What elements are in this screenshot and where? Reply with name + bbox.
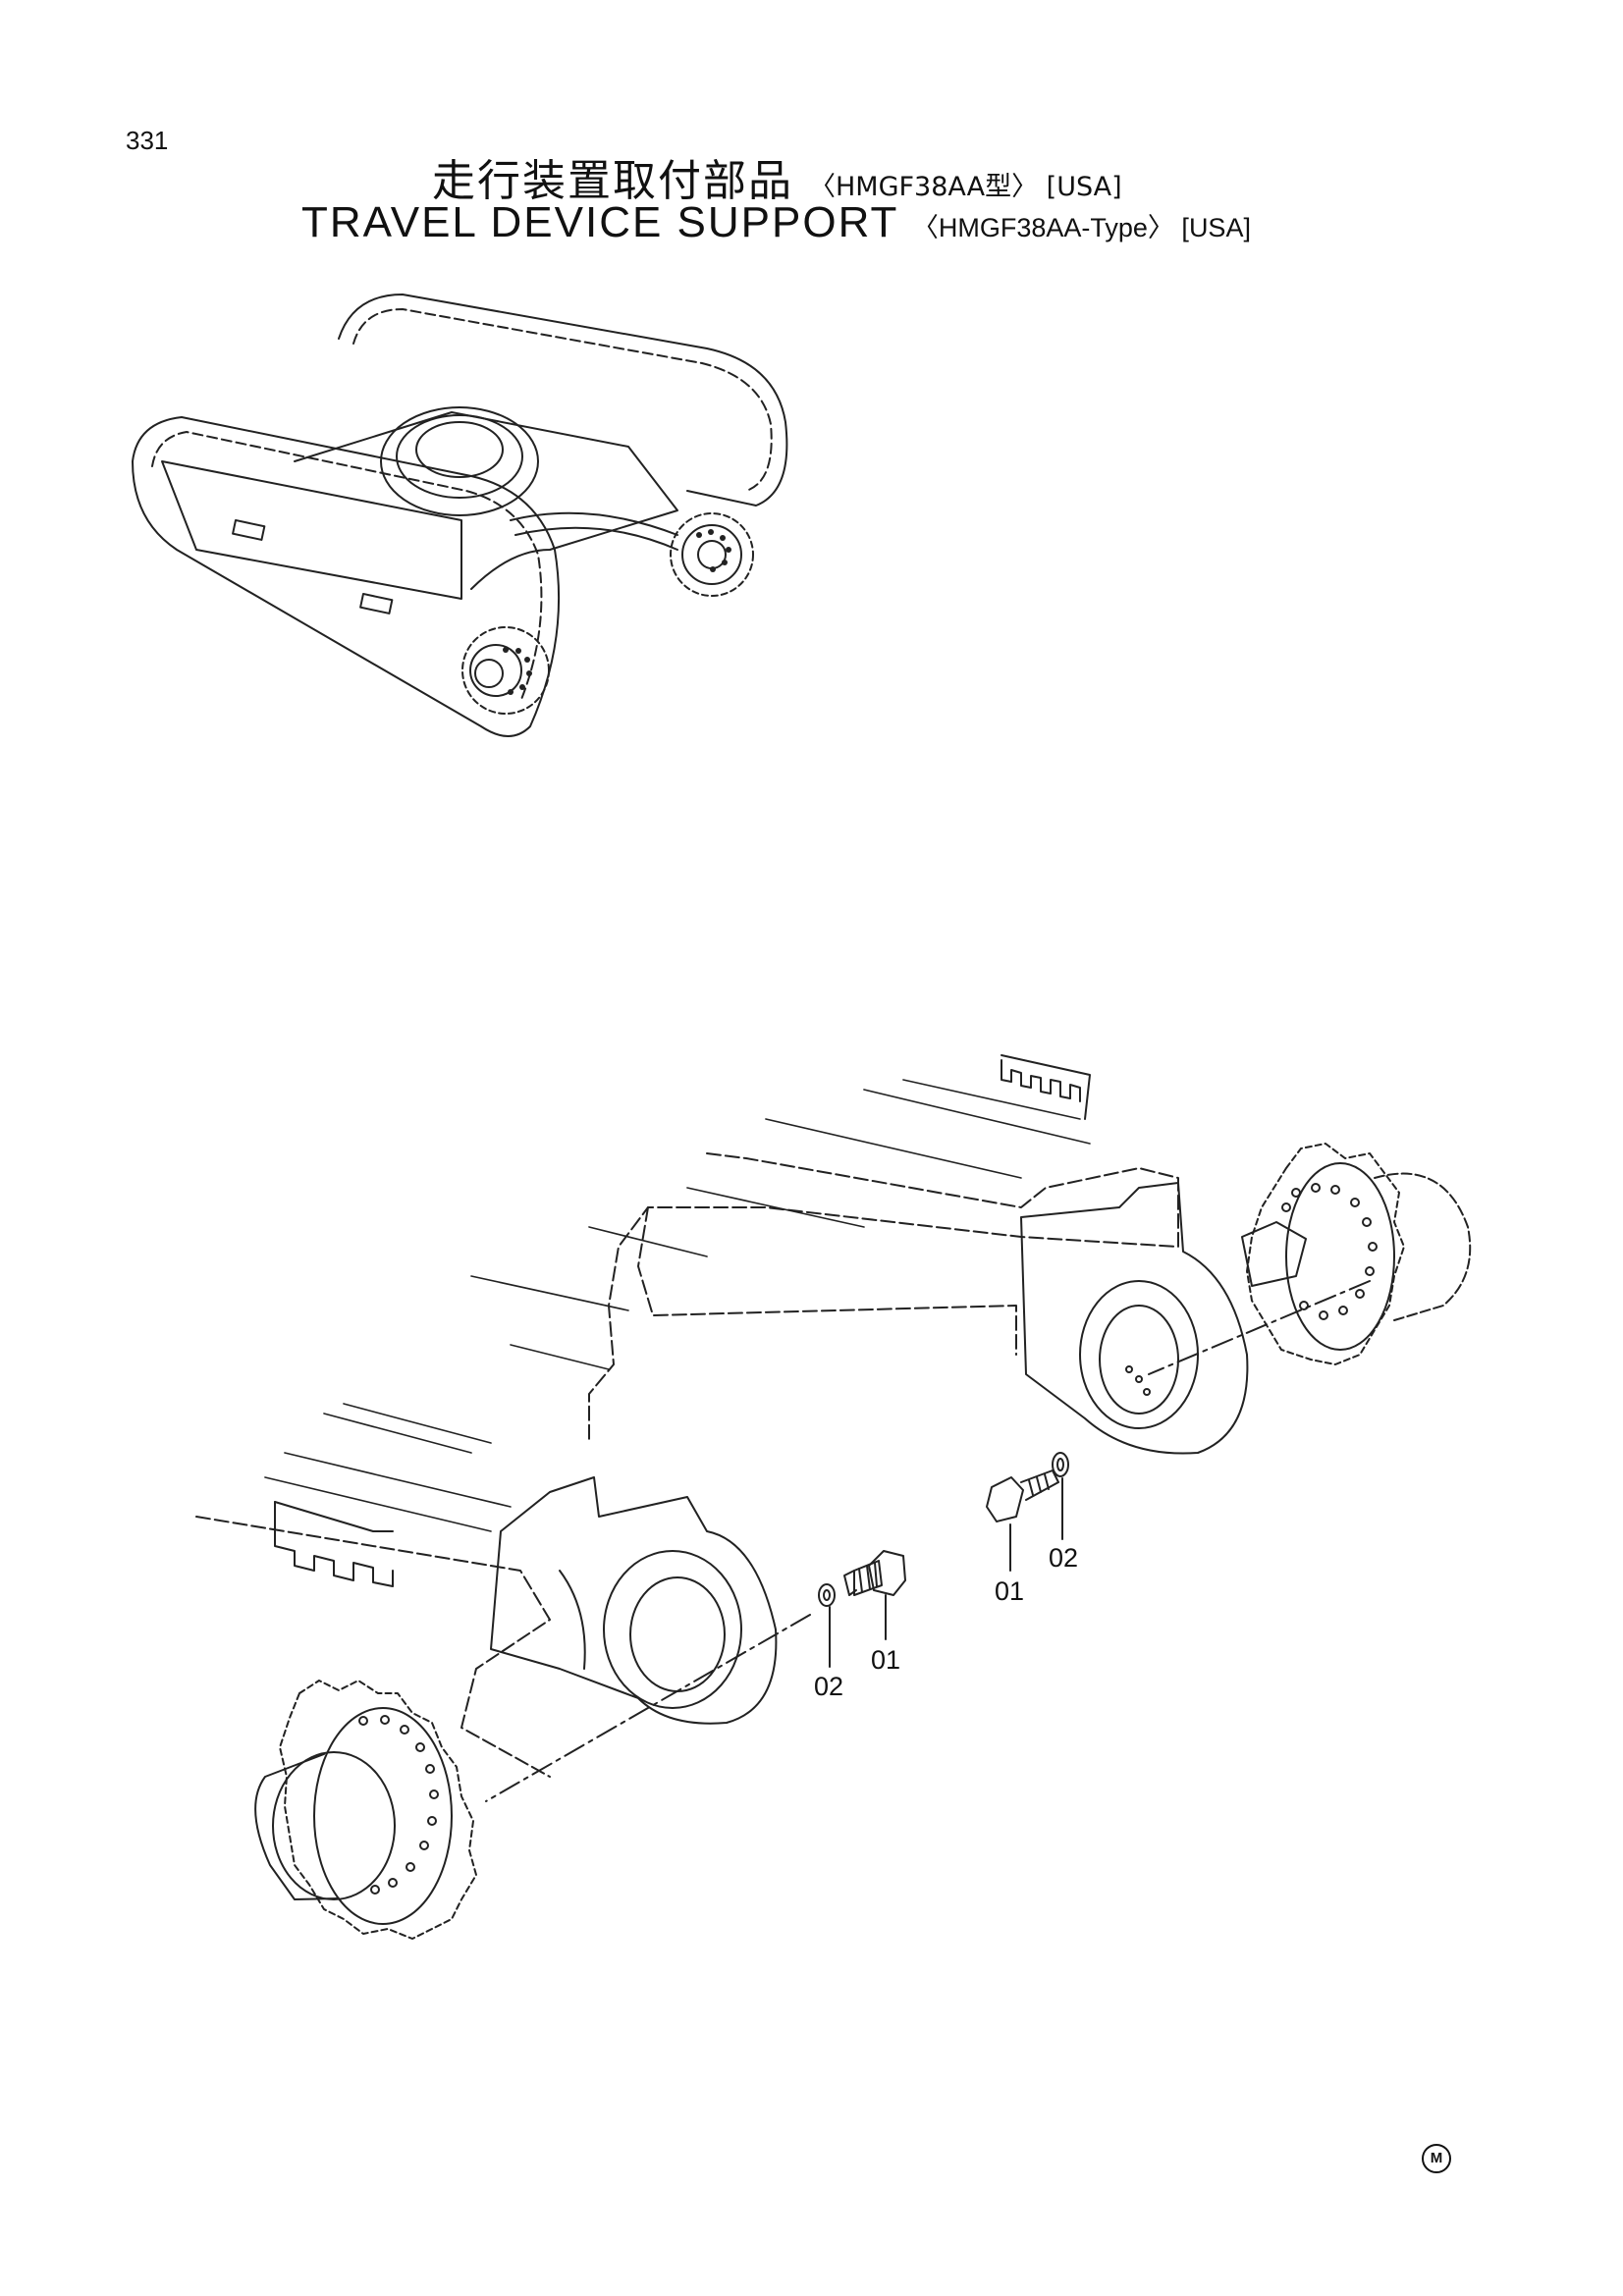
- detail-rear-centerline: [1148, 1280, 1371, 1375]
- detail-rear-frame-lugs: [1001, 1059, 1081, 1102]
- detail-front-gusset: [559, 1570, 586, 1670]
- detail-front-bore-inner: [629, 1576, 726, 1692]
- bolt-01-front: [843, 1550, 906, 1596]
- detail-rear-support: [1020, 1182, 1249, 1455]
- detail-front-frame-lugs: [274, 1501, 394, 1587]
- front-sprocket-bolt-holes: [358, 1715, 439, 1895]
- rear-travel-device: [1241, 1143, 1472, 1365]
- overview-hoses: [510, 511, 678, 551]
- front-travel-device: [254, 1680, 477, 1940]
- overview-front-track: [132, 416, 561, 737]
- overview-undercarriage: [132, 294, 788, 737]
- detail-center-frame-2: [637, 1206, 1017, 1356]
- washer-02-front: [818, 1583, 836, 1607]
- rear-motor-hub: [1241, 1221, 1307, 1287]
- detail-frame-hidden-lines: [264, 1079, 1091, 1532]
- callout-01-front: 01: [871, 1645, 900, 1675]
- overview-rear-track-inner: [352, 308, 773, 492]
- detail-front-bore-outer: [603, 1550, 742, 1709]
- overview-rear-sprocket: [670, 512, 754, 597]
- title-en-text: TRAVEL DEVICE SUPPORT: [301, 198, 898, 246]
- page-number: 331: [126, 126, 169, 155]
- washer-02-rear: [1052, 1452, 1069, 1477]
- detail-front-centerline: [485, 1614, 811, 1802]
- overview-front-frame-box: [161, 460, 462, 600]
- bolt-01-rear: [986, 1469, 1059, 1522]
- callout-02-rear: 02: [1049, 1543, 1078, 1573]
- callout-01-rear: 01: [995, 1576, 1024, 1606]
- detail-rear-bore-outer: [1079, 1280, 1199, 1429]
- overview-swing-bearing-inner: [415, 421, 504, 478]
- front-sprocket-outline: [279, 1680, 477, 1940]
- overview-front-track-inner: [151, 431, 543, 703]
- detail-center-frame: [588, 1152, 1179, 1444]
- front-bolt-assembly: [818, 1550, 906, 1668]
- overview-front-sprocket: [461, 626, 550, 715]
- rear-motor-body: [1374, 1172, 1472, 1321]
- overview-swing-bearing-mid: [396, 414, 523, 499]
- rear-sprocket-bolt-holes: [1281, 1183, 1378, 1320]
- title-en-model-tag: 〈HMGF38AA-Type〉 [USA]: [911, 213, 1251, 242]
- detail-track-frame: 01 02 01 02: [195, 1054, 1472, 1940]
- front-motor-cylinder: [254, 1751, 396, 1900]
- detail-rear-frame-top: [1001, 1054, 1091, 1120]
- title-jp-model-tag: 〈HMGF38AA型〉 [USA]: [809, 172, 1122, 202]
- detail-rear-bolt-holes: [1125, 1365, 1151, 1396]
- overview-rear-track: [338, 294, 788, 507]
- detail-front-frame-top: [274, 1501, 394, 1532]
- detail-rear-bore-inner: [1099, 1305, 1179, 1415]
- callout-02-front: 02: [814, 1672, 843, 1701]
- title-english: TRAVEL DEVICE SUPPORT 〈HMGF38AA-Type〉 [U…: [301, 198, 1251, 247]
- overview-slot-1: [232, 519, 266, 541]
- rear-bolt-assembly: [986, 1452, 1069, 1572]
- overview-slot-2: [359, 592, 394, 614]
- detail-front-support: [490, 1476, 778, 1725]
- detail-front-frame: [195, 1516, 551, 1778]
- title-jp-text: 走行装置取付部品: [432, 156, 793, 206]
- manufacturer-mark: M: [1422, 2144, 1451, 2173]
- overview-center-frame: [294, 411, 678, 590]
- title-japanese: 走行装置取付部品 〈HMGF38AA型〉 [USA]: [432, 145, 1122, 208]
- overview-swing-bearing-outer: [380, 406, 539, 516]
